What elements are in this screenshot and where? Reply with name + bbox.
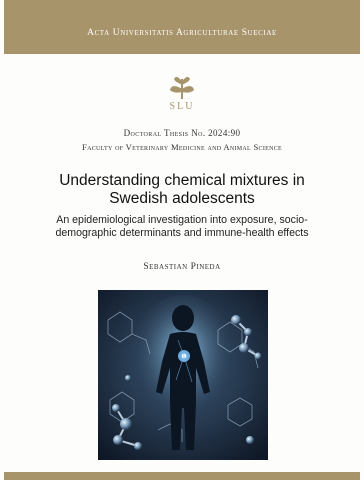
thesis-number: Doctoral Thesis No. 2024:90: [123, 128, 241, 138]
top-band: [4, 0, 360, 54]
slu-logo: SLU: [162, 73, 202, 117]
leaf-icon: [170, 76, 194, 100]
series-title: Acta Universitatis Agriculturae Sueciae: [87, 28, 277, 38]
bottom-band: [4, 472, 360, 480]
cover-illustration: [98, 290, 268, 460]
thesis-title: Understanding chemical mixtures in Swedi…: [59, 172, 305, 207]
logo-text: SLU: [169, 101, 195, 112]
faculty-name: Faculty of Veterinary Medicine and Anima…: [81, 142, 282, 152]
author-name: Sebastian Pineda: [143, 262, 221, 272]
thesis-subtitle: An epidemiological investigation into ex…: [55, 214, 309, 239]
